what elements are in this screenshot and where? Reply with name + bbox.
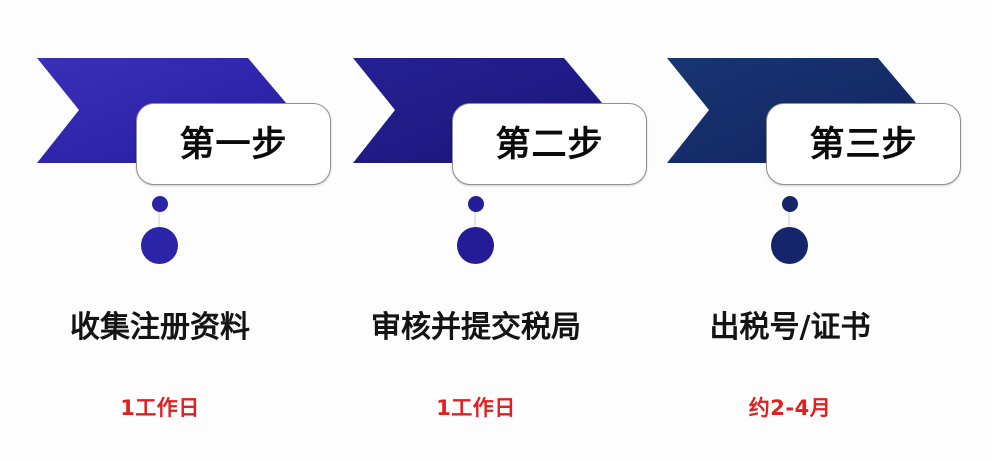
step-duration-1: 1工作日	[120, 396, 200, 420]
step-title-2: 审核并提交税局	[371, 310, 581, 345]
small-dot-3	[782, 196, 798, 212]
step-badge-2[interactable]: 第二步	[452, 103, 647, 185]
small-dot-2	[468, 196, 484, 212]
step-badge-label-1: 第一步	[179, 123, 288, 165]
dot-connector-3	[788, 208, 790, 242]
step-title-3: 出税号/证书	[709, 310, 871, 345]
dot-connector-1	[158, 208, 160, 242]
step-duration-3: 约2-4月	[748, 396, 832, 420]
step-badge-label-3: 第三步	[809, 123, 918, 165]
small-dot-1	[152, 196, 168, 212]
dot-connector-2	[474, 208, 476, 242]
large-dot-3	[771, 227, 808, 264]
large-dot-2	[457, 227, 494, 264]
step-duration-2: 1工作日	[436, 396, 516, 420]
large-dot-1	[141, 227, 178, 264]
step-title-1: 收集注册资料	[70, 310, 250, 345]
step-badge-label-2: 第二步	[495, 123, 604, 165]
step-badge-1[interactable]: 第一步	[136, 103, 331, 185]
step-badge-3[interactable]: 第三步	[766, 103, 961, 185]
